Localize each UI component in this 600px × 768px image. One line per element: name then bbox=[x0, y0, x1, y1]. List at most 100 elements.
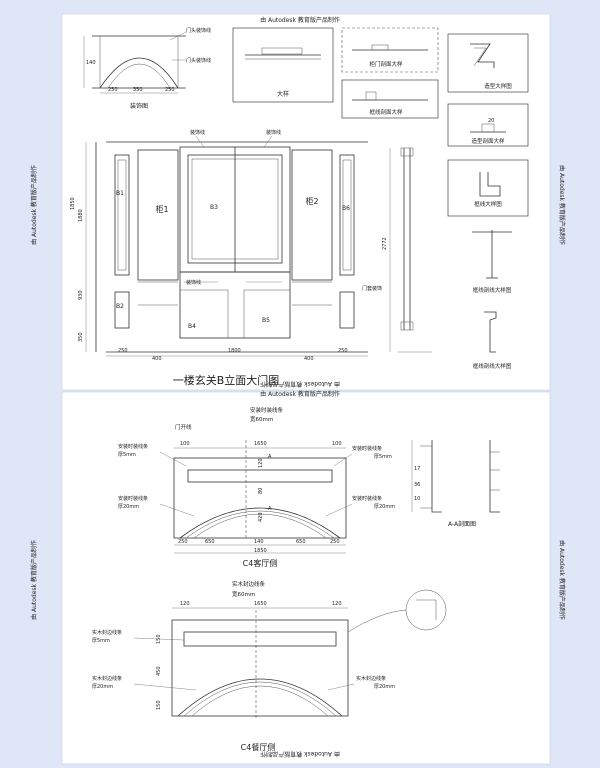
c4-side-dim-1: 120 bbox=[258, 458, 264, 468]
c4-dim-bot-5: 250 bbox=[330, 539, 340, 545]
c4b-top-note-val: 宽60mm bbox=[232, 590, 255, 598]
aa-dim-3: 10 bbox=[414, 496, 420, 502]
arch-detail: 250 350 250 140 门头装饰线 门头装饰线 装饰图 bbox=[83, 27, 211, 110]
watermark-mid-upside: 由 Autodesk 教育版产品制作 bbox=[260, 380, 340, 388]
lower-sheet bbox=[61, 391, 551, 765]
bottom-dim-4: 400 bbox=[304, 356, 314, 362]
c4-section-mark-top: A bbox=[268, 454, 272, 460]
note-left: 装饰线 bbox=[190, 129, 205, 136]
c4b-dim-top-3: 120 bbox=[332, 601, 342, 607]
c4-dim-bot-1: 250 bbox=[178, 539, 188, 545]
c4b-ll-note: 实木封边线条 bbox=[92, 675, 122, 682]
panel-inner-1: 框线剖线大样图 bbox=[472, 230, 512, 294]
elevation-drawing: B1 B2 柜1 B3 B4 B5 柜2 B6 装饰线 装饰线 装饰 bbox=[70, 129, 382, 387]
c4b-ul-note: 实木封边线条 bbox=[92, 629, 122, 636]
c4-top-note: 门开线 bbox=[175, 423, 192, 431]
watermark-top: 由 Autodesk 教育版产品制作 bbox=[260, 16, 340, 24]
arch-dim-1: 250 bbox=[108, 87, 118, 93]
watermark-left-upper: 由 Autodesk 教育版产品制作 bbox=[30, 165, 38, 245]
watermark-right-upper: 由 Autodesk 教育版产品制作 bbox=[558, 165, 566, 245]
c4-living-elevation: 门开线 安装时装线条 宽60mm 100 1650 100 250 650 14… bbox=[118, 406, 395, 568]
panel-face-detail: 框线剖面大样 bbox=[341, 79, 439, 119]
note-lower: 装饰线 bbox=[186, 279, 201, 286]
panel-frame-detail: 框线大样图 bbox=[447, 159, 529, 217]
c4-dim-bot-2: 650 bbox=[205, 539, 215, 545]
b2-label: B2 bbox=[116, 303, 124, 310]
c4b-lr-note: 实木封边线条 bbox=[356, 675, 386, 682]
panel-section-detail: 柜门剖面大样 bbox=[341, 27, 439, 73]
c4-ur-note: 安装时装线条 bbox=[352, 445, 382, 452]
arch-note-1: 门头装饰线 bbox=[186, 27, 211, 34]
door-side-section: 2772 bbox=[382, 147, 432, 353]
b4-label: B4 bbox=[188, 323, 196, 330]
arch-note-2: 门头装饰线 bbox=[186, 57, 211, 64]
c4b-side-dim-2: 450 bbox=[156, 666, 162, 676]
panel-frame-label: 框线大样图 bbox=[474, 200, 502, 208]
left-dim-1: 1850 bbox=[70, 197, 76, 210]
c4b-dim-top-1: 120 bbox=[180, 601, 190, 607]
bottom-dim-5: 250 bbox=[338, 348, 348, 354]
watermark-left-lower: 由 Autodesk 教育版产品制作 bbox=[30, 540, 38, 620]
c4-lr-note: 安装时装线条 bbox=[352, 495, 382, 502]
arch-dim-3: 250 bbox=[165, 87, 175, 93]
c4-ul-val: 厚5mm bbox=[118, 452, 136, 458]
panel-inner2-label: 框线剖线大样图 bbox=[473, 362, 512, 370]
c4-dim-bot-3: 140 bbox=[254, 539, 264, 545]
right-dim: 2772 bbox=[382, 237, 388, 250]
c4-dim-top-3: 100 bbox=[332, 441, 342, 447]
c4-mid-note-top: 安装时装线条 bbox=[250, 406, 284, 414]
bottom-dim-2: 400 bbox=[152, 356, 162, 362]
door-note: 门套装饰 bbox=[362, 285, 382, 292]
bottom-dim-1: 250 bbox=[118, 348, 128, 354]
c4-section-mark-bottom: A bbox=[268, 506, 272, 512]
b3-label: B3 bbox=[210, 204, 218, 211]
watermark-mid: 由 Autodesk 教育版产品制作 bbox=[260, 390, 340, 398]
b5-label: B5 bbox=[262, 317, 270, 324]
c4b-label: C4餐厅侧 bbox=[241, 742, 276, 752]
cab2-label: 柜2 bbox=[305, 196, 318, 206]
b6-label: B6 bbox=[342, 205, 350, 212]
section-aa-detail: 17 36 10 A-A剖面图 bbox=[411, 440, 500, 528]
c4-dim-top-2: 1650 bbox=[254, 441, 267, 447]
panel-inner-2: 框线剖线大样图 bbox=[473, 311, 512, 370]
panel-small-detail: 20 造型剖面大样 bbox=[447, 103, 529, 147]
c4-side-dim-3: 420 bbox=[258, 512, 264, 522]
bottom-dim-3: 1800 bbox=[228, 348, 241, 354]
aa-dim-2: 36 bbox=[414, 482, 420, 488]
c4b-side-dim-3: 150 bbox=[156, 700, 162, 710]
cab1-label: 柜1 bbox=[155, 204, 168, 214]
arch-dim-2: 350 bbox=[133, 87, 143, 93]
c4-side-dim-2: 80 bbox=[258, 488, 264, 494]
panel-z-label: 造型大样图 bbox=[484, 82, 512, 90]
left-dim-4: 350 bbox=[78, 332, 84, 342]
panel-section-label: 柜门剖面大样 bbox=[369, 60, 403, 68]
c4b-dim-top-2: 1650 bbox=[254, 601, 267, 607]
panel-face-label: 框线剖面大样 bbox=[369, 108, 403, 116]
panel-inner1-label: 框线剖线大样图 bbox=[473, 286, 512, 294]
panel-small-dim: 20 bbox=[488, 118, 494, 124]
c4-label: C4客厅侧 bbox=[243, 558, 278, 568]
c4b-top-note: 实木封边线条 bbox=[232, 580, 266, 588]
aa-dim-1: 17 bbox=[414, 466, 420, 472]
watermark-bottom: 由 Autodesk 教育版产品制作 bbox=[260, 750, 340, 758]
left-dim-2: 1880 bbox=[78, 209, 84, 222]
c4b-side-dim-1: 150 bbox=[156, 634, 162, 644]
arch-label: 装饰图 bbox=[130, 102, 148, 110]
elevation-title: 一楼玄关B立面大门图 bbox=[173, 373, 280, 387]
arch-side-dim: 140 bbox=[86, 60, 96, 66]
c4-lr-val: 厚20mm bbox=[374, 504, 395, 510]
c4-total-dim: 1850 bbox=[254, 548, 267, 554]
panel-z-detail: 造型大样图 bbox=[447, 33, 529, 93]
panel-small-label: 造型剖面大样 bbox=[471, 137, 505, 145]
c4-ll-note: 安装时装线条 bbox=[118, 495, 148, 502]
c4-ur-val: 厚5mm bbox=[374, 454, 392, 460]
c4-dim-bot-4: 650 bbox=[296, 539, 306, 545]
watermark-right-lower: 由 Autodesk 教育版产品制作 bbox=[558, 540, 566, 620]
c4b-lr-val: 厚20mm bbox=[374, 684, 395, 690]
panel-large-detail: 大样 bbox=[232, 27, 334, 103]
c4b-ul-val: 厚5mm bbox=[92, 638, 110, 644]
c4b-ll-val: 厚20mm bbox=[92, 684, 113, 690]
c4-dining-elevation: 实木封边线条 宽60mm 120 1650 120 150 450 150 实木… bbox=[92, 580, 447, 752]
